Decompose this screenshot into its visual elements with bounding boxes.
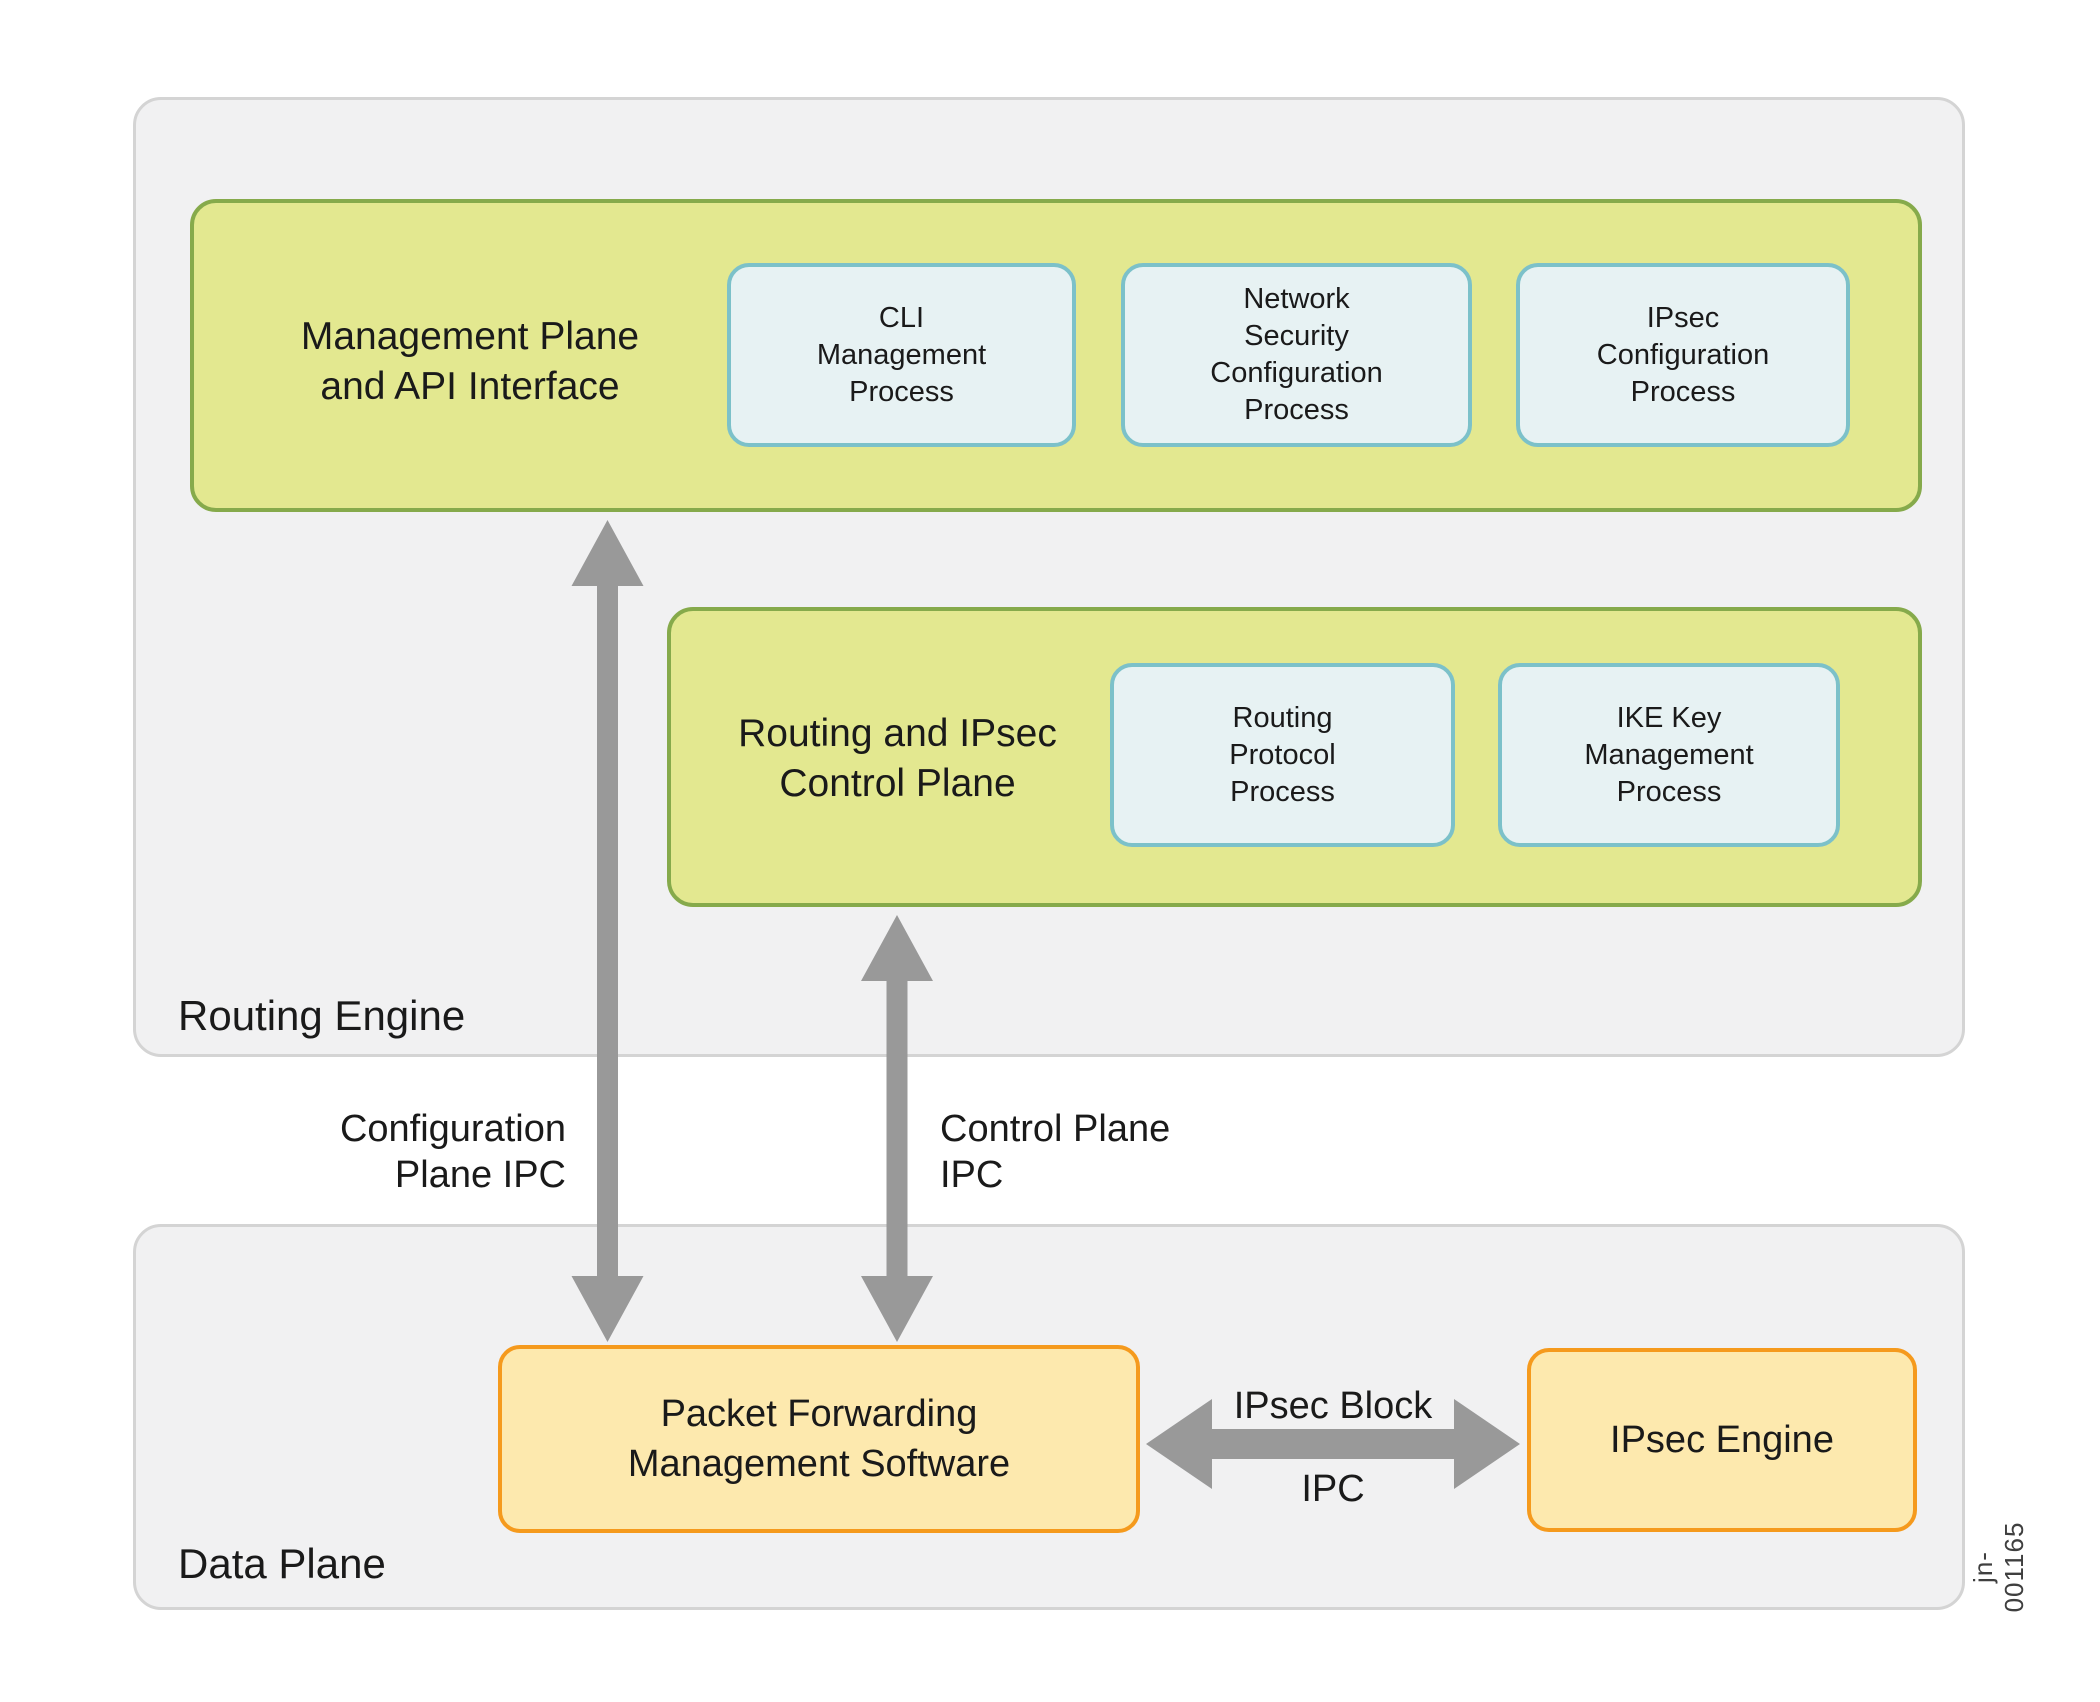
- ipsec-block-ipc-label: IPC: [1301, 1468, 1365, 1510]
- control-plane-ipc-label: Control Plane IPC: [940, 1108, 1171, 1196]
- process-box-network-security-configuration: Network Security Configuration Process: [1121, 263, 1472, 447]
- process-box-ike-key-management: IKE Key Management Process: [1498, 663, 1840, 847]
- process-box-routing-protocol: Routing Protocol Process: [1110, 663, 1455, 847]
- data-plane-label: Data Plane: [178, 1540, 386, 1587]
- ipsec-block-label: IPsec Block: [1233, 1385, 1433, 1427]
- configuration-plane-ipc-label: Configuration Plane IPC: [339, 1108, 566, 1196]
- process-box-cli-management: CLI Management Process: [727, 263, 1076, 447]
- routing-ipsec-control-plane-label: Routing and IPsec Control Plane: [738, 712, 1057, 805]
- figure-id-label: jn-001165: [1968, 1521, 2029, 1613]
- packet-forwarding-management-software-box: Packet Forwarding Management Software: [498, 1345, 1140, 1533]
- management-plane-label: Management Plane and API Interface: [300, 315, 640, 408]
- ipsec-engine-box: IPsec Engine: [1527, 1348, 1917, 1532]
- process-box-ipsec-configuration: IPsec Configuration Process: [1516, 263, 1850, 447]
- routing-engine-label: Routing Engine: [178, 992, 466, 1039]
